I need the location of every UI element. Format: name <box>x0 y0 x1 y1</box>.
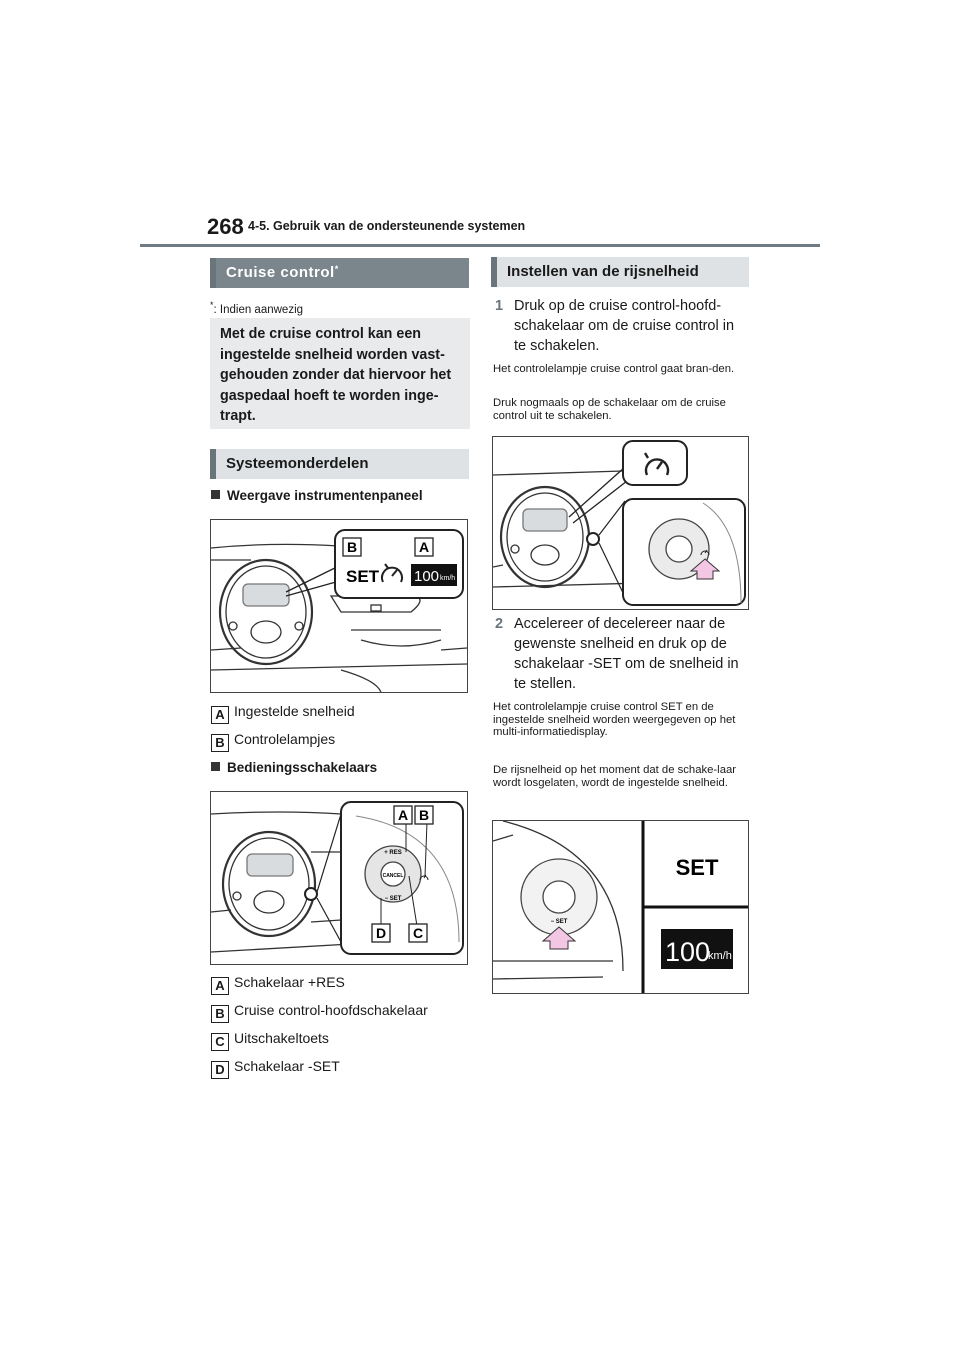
figure2-label-a: A <box>398 807 408 823</box>
figure4-unit: km/h <box>708 950 732 962</box>
figure4-set-label: − SET <box>551 919 568 925</box>
footnote-mark: * <box>210 300 214 310</box>
speedometer-icon <box>643 452 670 476</box>
note-1a: Het controlelampje cruise control gaat b… <box>493 363 735 375</box>
switch-legend-a: A Schakelaar +RES <box>211 974 345 995</box>
legend-badge-c: C <box>211 1033 229 1051</box>
switch-legend-c: C Uitschakeltoets <box>211 1030 329 1051</box>
panel-subheading: Weergave instrumentenpaneel <box>211 488 423 503</box>
press-arrow-icon <box>541 926 577 950</box>
step-number: 2 <box>495 616 504 632</box>
footnote: *: Indien aanwezig <box>210 300 303 316</box>
footnote-text: : Indien aanwezig <box>213 303 304 316</box>
cancel-label: CANCEL <box>383 873 404 879</box>
note-2b: De rijsnelheid op het moment dat de scha… <box>493 764 737 789</box>
switch-legend-d: D Schakelaar -SET <box>211 1058 340 1079</box>
figure1-unit: km/h <box>440 575 455 582</box>
square-bullet-icon <box>211 762 220 771</box>
figure4-set-text: SET <box>676 855 719 880</box>
legend-badge-a: A <box>211 706 229 724</box>
switches-figure: + RES CANCEL − SET A B D C <box>210 791 468 965</box>
figure2-label-c: C <box>413 925 423 941</box>
panel-legend-b: B Controlelampjes <box>211 731 336 752</box>
legend-badge-b: B <box>211 1005 229 1023</box>
res-label: + RES <box>384 850 402 856</box>
switches-subheading: Bedieningsschakelaars <box>211 760 377 775</box>
system-parts-heading: Systeemonderdelen <box>210 449 469 479</box>
chapter-title: 4-5. Gebruik van de ondersteunende syste… <box>248 219 526 233</box>
set-speed-heading: Instellen van de rijsnelheid <box>491 257 749 287</box>
panel-legend-a: A Ingestelde snelheid <box>211 703 355 724</box>
legend-label: Controlelampjes <box>234 731 336 747</box>
legend-label: Cruise control-hoofdschakelaar <box>234 1002 428 1018</box>
note-2a: Het controlelampje cruise control SET en… <box>493 701 736 738</box>
page-number: 268 <box>207 214 244 239</box>
figure1-label-b: B <box>347 539 357 555</box>
legend-badge-b: B <box>211 734 229 752</box>
instrument-panel-figure: B A SET 100 km/h <box>210 519 468 693</box>
switches-subheading-text: Bedieningsschakelaars <box>227 760 378 775</box>
figure1-set-text: SET <box>346 567 380 586</box>
speedometer-icon <box>419 874 429 881</box>
step-1: 1 Druk op de cruise control-hoofd-schakel… <box>495 296 750 356</box>
figure4-speed: 100 <box>665 937 710 967</box>
panel-subheading-text: Weergave instrumentenpaneel <box>227 488 423 503</box>
figure1-speed: 100 <box>414 568 439 585</box>
legend-badge-a: A <box>211 977 229 995</box>
step-2: 2 Accelereer of decelereer naar de gewens… <box>495 614 750 694</box>
step-text: Druk op de cruise control-hoofd-schakela… <box>514 298 735 354</box>
press-arrow-icon <box>689 558 721 580</box>
step-text: Accelereer of decelereer naar de gewenst… <box>514 616 739 692</box>
switch-legend-b: B Cruise control-hoofdschakelaar <box>211 1002 428 1023</box>
speedometer-icon <box>381 563 403 583</box>
legend-label: Uitschakeltoets <box>234 1030 329 1046</box>
cruise-control-heading-text: Cruise control <box>226 264 335 281</box>
step-number: 1 <box>495 298 504 314</box>
legend-badge-d: D <box>211 1061 229 1079</box>
figure1-label-a: A <box>419 539 429 555</box>
set-switch-figure: − SET SET 100 km/h <box>492 820 749 994</box>
note-1b: Druk nogmaals op de schakelaar om de cru… <box>493 397 726 422</box>
main-switch-figure <box>492 436 749 610</box>
legend-label: Schakelaar +RES <box>234 974 345 990</box>
legend-label: Schakelaar -SET <box>234 1058 340 1074</box>
legend-label: Ingestelde snelheid <box>234 703 355 719</box>
cruise-control-heading: Cruise control* <box>210 258 469 288</box>
square-bullet-icon <box>211 490 220 499</box>
intro-box: Met de cruise control kan een ingestelde… <box>210 318 470 429</box>
figure2-label-b: B <box>419 807 429 823</box>
header-rule <box>140 244 820 247</box>
figure2-label-d: D <box>376 925 386 941</box>
set-label: − SET <box>385 896 402 902</box>
cruise-control-heading-mark: * <box>334 264 339 274</box>
